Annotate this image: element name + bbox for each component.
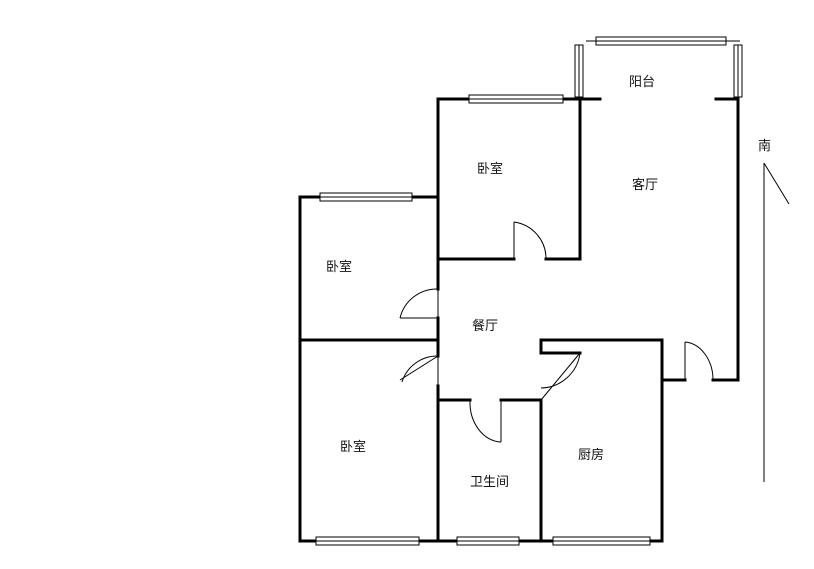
door-bathroom-swing <box>469 399 502 443</box>
door-left-bedroom-swing <box>399 288 439 319</box>
windows <box>315 36 743 546</box>
room-labels: 阳台 客厅 卧室 卧室 卧室 餐厅 卫生间 厨房 <box>326 75 658 490</box>
compass-label: 南 <box>758 138 771 154</box>
compass: 南 <box>758 138 790 482</box>
room-label-bedroom-bottom: 卧室 <box>340 439 366 455</box>
door-top-bedroom-swing <box>513 221 547 260</box>
door-bottom-bedroom-swing <box>401 355 439 383</box>
room-label-bathroom: 卫生间 <box>470 475 509 490</box>
walls <box>298 97 740 543</box>
room-label-dining-room: 餐厅 <box>472 318 498 334</box>
room-label-living-room: 客厅 <box>632 177 658 193</box>
room-label-balcony: 阳台 <box>629 75 655 90</box>
room-label-bedroom-top: 卧室 <box>477 161 503 177</box>
room-label-kitchen: 厨房 <box>578 447 604 463</box>
doors <box>399 221 714 443</box>
door-kitchen-swing <box>540 352 581 389</box>
compass-arrow <box>763 162 790 205</box>
room-label-bedroom-left: 卧室 <box>326 259 352 275</box>
door-entrance-swing <box>684 341 714 381</box>
door-kitchen-leaf <box>540 352 581 401</box>
